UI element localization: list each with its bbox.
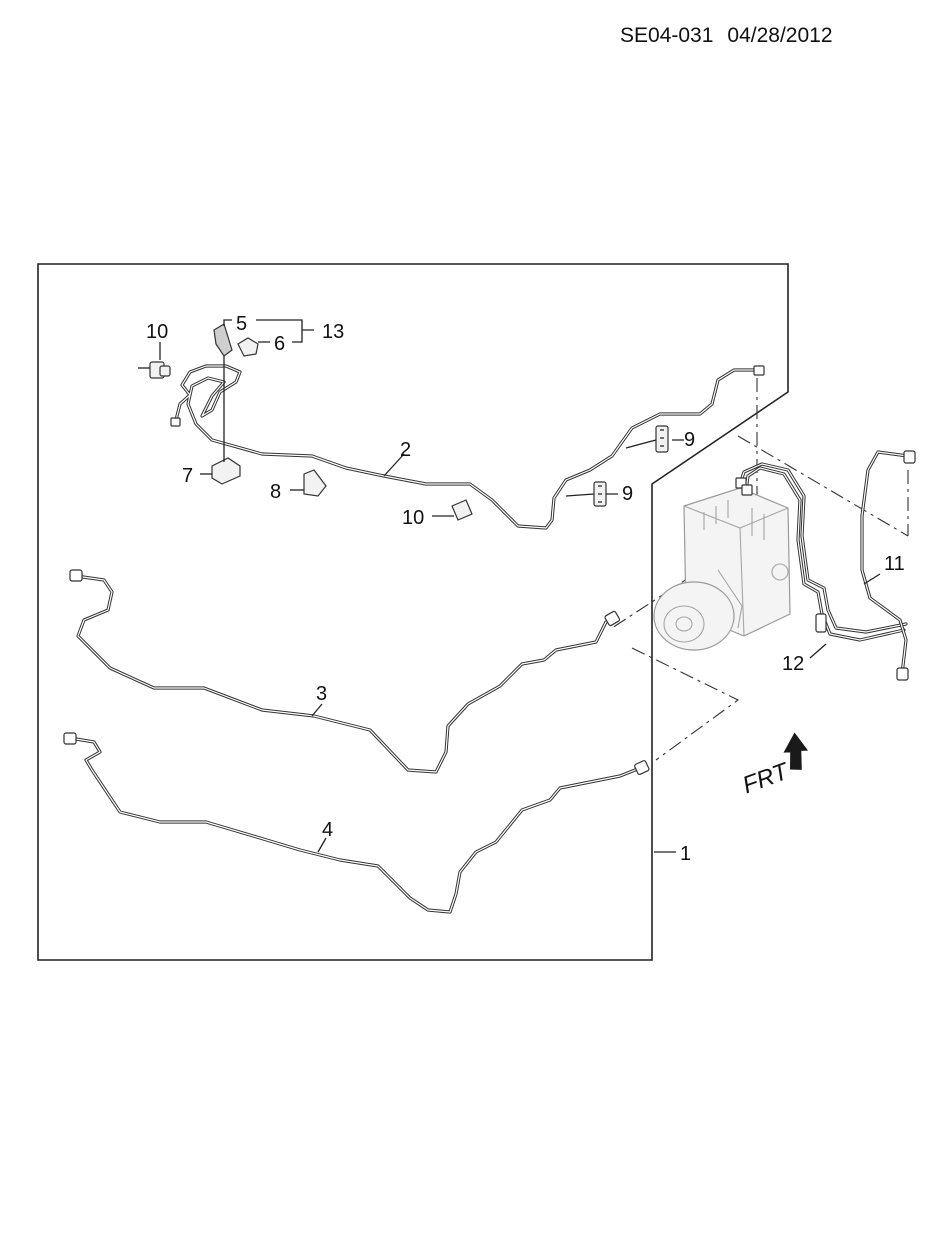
callout-10-lower: 10 xyxy=(402,507,424,529)
abs-modulator-unit xyxy=(653,487,791,651)
diagram-code: SE04-031 xyxy=(620,24,714,47)
clip-9-upper xyxy=(655,425,669,453)
brake-pipe-2 xyxy=(174,364,762,530)
callout-10-upper: 10 xyxy=(146,321,168,343)
brake-pipe-11 xyxy=(860,450,910,676)
callout-13: 13 xyxy=(322,321,344,343)
callout-1: 1 xyxy=(680,843,691,865)
pipe-2-fittings xyxy=(170,365,765,427)
clip-10-upper xyxy=(138,361,171,379)
pipe-12-fittings xyxy=(735,477,753,496)
pipe-3-fittings xyxy=(69,569,621,627)
leader-lines xyxy=(159,319,881,853)
diagram-header: SE04-031 04/28/2012 xyxy=(620,24,847,48)
brake-pipe-4 xyxy=(68,736,642,914)
callout-3: 3 xyxy=(316,683,327,705)
clip-10-lower xyxy=(451,499,473,521)
callout-8: 8 xyxy=(270,481,281,503)
pipe-4-fittings xyxy=(63,732,650,776)
callout-6: 6 xyxy=(274,333,285,355)
diagram-date: 04/28/2012 xyxy=(727,24,833,47)
grommet-6 xyxy=(237,337,259,357)
clip-9-lower xyxy=(593,481,607,507)
assembly-frame xyxy=(37,263,789,961)
callout-9-lower: 9 xyxy=(622,483,633,505)
front-direction-arrow-icon xyxy=(783,732,809,770)
callout-11: 11 xyxy=(884,553,905,575)
front-direction-label: FRT xyxy=(739,757,794,799)
clip-8 xyxy=(303,469,327,497)
callout-9-upper: 9 xyxy=(684,429,695,451)
callout-4: 4 xyxy=(322,819,333,841)
callout-2: 2 xyxy=(400,439,411,461)
clip-7 xyxy=(211,457,241,485)
brake-pipe-3 xyxy=(74,574,616,774)
callout-7: 7 xyxy=(182,465,193,487)
front-direction-indicator: FRT xyxy=(739,732,809,799)
bracket-5 xyxy=(213,323,233,357)
callout-12: 12 xyxy=(782,653,804,675)
callout-labels: 1 2 3 4 5 6 7 8 9 9 10 10 11 12 13 xyxy=(146,313,905,865)
pipe-11-fittings xyxy=(896,450,916,681)
brake-pipe-12 xyxy=(738,462,908,642)
callout-5: 5 xyxy=(236,313,247,335)
